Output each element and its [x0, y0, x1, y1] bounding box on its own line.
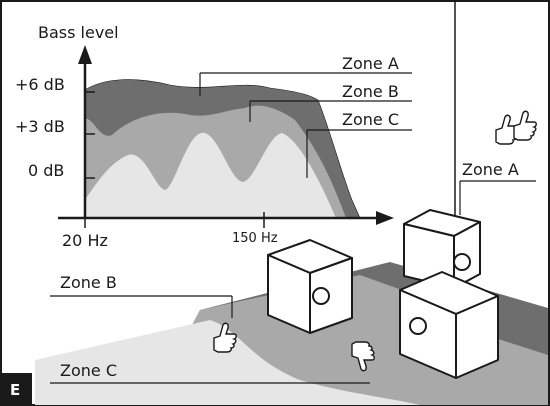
- curve-zone-c: [85, 132, 336, 218]
- speaker-zone-c: [399, 271, 499, 379]
- room-zone-a-label: Zone A: [462, 160, 519, 179]
- x-axis-arrow: [376, 211, 394, 225]
- chart-zone-c-label: Zone C: [342, 110, 399, 129]
- corner-tag-label: E: [10, 381, 20, 399]
- chart-zone-b-label: Zone B: [342, 82, 399, 101]
- y-tick-label: +6 dB: [15, 75, 65, 94]
- y-tick-label: +3 dB: [15, 117, 65, 136]
- x-tick-label: 150 Hz: [232, 231, 278, 246]
- chart-zone-a-label: Zone A: [342, 54, 399, 73]
- y-tick-label: 0 dB: [28, 161, 64, 180]
- room-zone-c-label: Zone C: [60, 361, 117, 380]
- x-tick-label: 20 Hz: [62, 231, 108, 250]
- y-axis-arrow: [78, 45, 92, 64]
- y-axis-label: Bass level: [38, 23, 119, 42]
- curve-zone-a-outline: [84, 79, 361, 219]
- floor-zone-c: [35, 320, 420, 405]
- corner-tag-box: [2, 373, 32, 404]
- thumbs-up-icon: [213, 322, 237, 353]
- response-curves: [84, 79, 361, 219]
- speaker-zone-b: [267, 239, 353, 334]
- thumbs-down-icon: [351, 341, 375, 372]
- thumbs-up-icon: [513, 110, 537, 141]
- room-zone-b-label: Zone B: [60, 273, 117, 292]
